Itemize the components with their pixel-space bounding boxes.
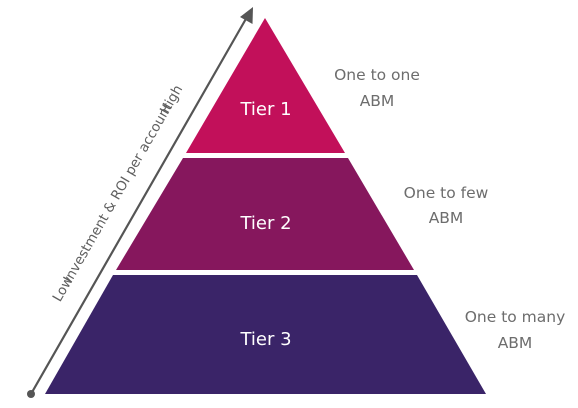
tier-1-description: One to one ABM [334, 66, 420, 110]
tier-2-description: One to few ABM [404, 184, 489, 227]
tier-1-label: Tier 1 [239, 99, 291, 120]
tier-2-label: Tier 2 [239, 213, 291, 234]
axis-origin-dot [27, 390, 35, 398]
tier-1-description-line-2: ABM [360, 92, 395, 110]
pyramid [45, 18, 486, 394]
tier-3-description-line-2: ABM [498, 334, 533, 352]
tier-2-description-line-2: ABM [429, 209, 464, 227]
tier-3-label: Tier 3 [239, 329, 291, 350]
tier-3-segment [45, 275, 486, 394]
tier-2-description-line-1: One to few [404, 184, 489, 202]
axis [27, 7, 253, 398]
tier-3-description: One to many ABM [465, 308, 566, 352]
axis-line [29, 15, 249, 396]
tier-2-segment [116, 158, 414, 270]
axis-high-label: High [157, 82, 186, 117]
tier-1-description-line-1: One to one [334, 66, 420, 84]
tier-3-description-line-1: One to many [465, 308, 566, 326]
tier-1-segment [186, 18, 345, 153]
axis-arrowhead-icon [240, 7, 253, 24]
